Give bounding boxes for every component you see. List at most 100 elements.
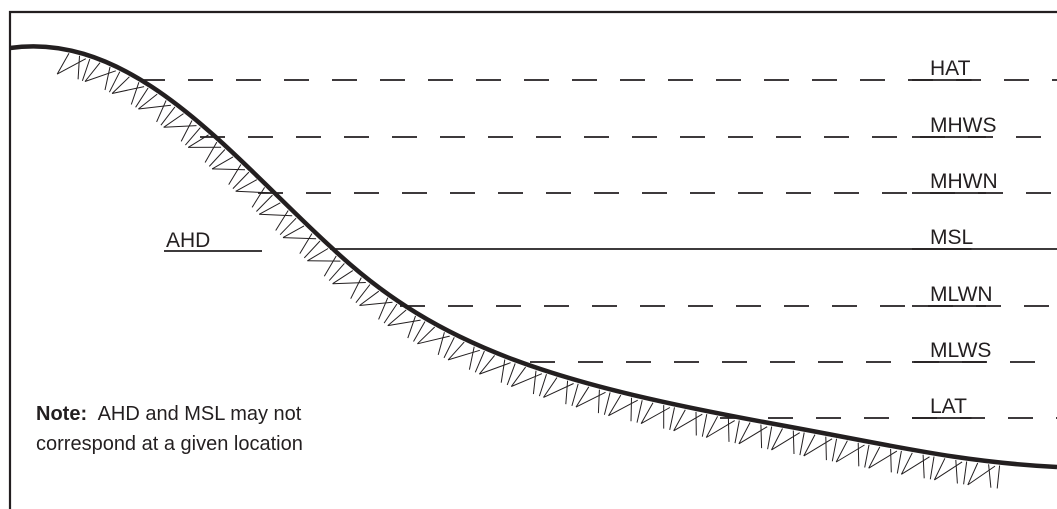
level-label-gap-msl	[918, 225, 973, 247]
hatch-stroke	[256, 194, 273, 212]
hatch-stroke	[251, 187, 266, 208]
hatch-stroke	[387, 319, 421, 327]
hatch-stroke	[355, 284, 371, 304]
hatch-stroke	[413, 321, 426, 342]
hatch-stroke	[792, 430, 795, 455]
hatch-stroke	[138, 93, 158, 110]
hatch-stroke	[955, 459, 958, 484]
hatch-stroke	[738, 422, 751, 445]
hatch-stroke	[259, 213, 293, 217]
hatch-stroke	[323, 255, 337, 277]
hatch-stroke	[81, 58, 91, 81]
ahd-label: AHD	[166, 229, 210, 252]
level-label-gap-mlws	[918, 338, 988, 360]
hatch-stroke	[282, 225, 305, 239]
hatch-stroke	[447, 349, 480, 361]
hatch-stroke	[705, 416, 719, 438]
level-label-hat: HAT	[930, 57, 971, 80]
level-label-gap-mhwn	[918, 169, 988, 191]
hatch-stroke	[640, 407, 671, 425]
note-bold-prefix: Note:	[36, 403, 87, 425]
hatch-stroke	[538, 374, 547, 397]
hatch-stroke	[608, 394, 622, 416]
hatch-stroke	[799, 432, 805, 456]
level-label-gap-mlwn	[918, 282, 988, 304]
hatch-stroke	[185, 127, 201, 146]
level-label-gap-hat	[918, 56, 973, 78]
hatch-stroke	[967, 465, 996, 486]
hatch-stroke	[111, 86, 145, 94]
level-label-mlwn: MLWN	[930, 283, 993, 306]
hatch-stroke	[212, 168, 246, 171]
hatch-stroke	[890, 448, 892, 473]
hatch-stroke	[208, 149, 226, 167]
hatch-stroke	[303, 240, 321, 259]
hatch-stroke	[211, 156, 234, 170]
hatch-stroke	[163, 125, 197, 128]
level-label-lat: LAT	[930, 395, 967, 418]
hatch-stroke	[163, 113, 184, 128]
hatch-stroke	[640, 402, 654, 424]
hatch-stroke	[868, 450, 898, 469]
hatch-stroke	[180, 120, 193, 142]
hatch-stroke	[963, 461, 968, 485]
hatch-stroke	[437, 332, 445, 356]
note-text-line1: Note: AHD and MSL may not	[36, 403, 302, 425]
hatch-stroke	[831, 438, 838, 462]
hatch-stroke	[228, 164, 242, 185]
hatch-stroke	[258, 202, 281, 215]
hatch-stroke	[734, 420, 740, 444]
seabed-profile	[9, 44, 1057, 470]
hatch-stroke	[479, 362, 511, 375]
hatch-stroke	[350, 277, 362, 299]
hatch-stroke	[896, 450, 902, 474]
hatch-stroke	[332, 282, 366, 285]
hatch-stroke	[803, 434, 816, 457]
hatch-stroke	[706, 420, 735, 438]
hatch-stroke	[933, 458, 946, 481]
hatch-stroke	[447, 341, 465, 361]
hatch-stroke	[630, 397, 632, 422]
hatch-stroke	[332, 270, 354, 285]
hatch-stroke	[669, 407, 675, 431]
hatch-stroke	[275, 210, 289, 231]
hatch-stroke	[996, 465, 1001, 489]
hatch-stroke	[760, 424, 763, 449]
hatch-stroke	[934, 461, 963, 481]
hatch-stroke	[407, 315, 416, 339]
hatch-stroke	[864, 444, 870, 468]
hatch-stroke	[417, 326, 436, 345]
hatch-stroke	[543, 383, 574, 398]
hatch-stroke	[825, 436, 827, 461]
hatch-stroke	[84, 70, 116, 82]
hatch-stroke	[673, 413, 703, 432]
hatch-stroke	[597, 389, 600, 414]
hatch-stroke	[104, 66, 111, 91]
hatch-stroke	[835, 444, 865, 463]
hatch-stroke	[575, 391, 606, 408]
hatch-stroke	[767, 426, 773, 450]
hatch-stroke	[279, 217, 297, 236]
note-line1-body: AHD and MSL may not	[98, 403, 302, 425]
level-label-msl: MSL	[930, 226, 973, 249]
hatch-stroke	[56, 58, 87, 75]
level-label-mhws: MHWS	[930, 114, 997, 137]
hatch-stroke	[500, 359, 506, 383]
hatch-stroke	[359, 301, 393, 306]
hatch-stroke	[803, 438, 833, 457]
hatch-stroke	[967, 462, 979, 486]
hatch-stroke	[111, 76, 130, 94]
hatch-stroke	[56, 52, 70, 75]
hatch-stroke	[901, 456, 930, 475]
hatch-stroke	[307, 248, 329, 262]
level-label-mhwn: MHWN	[930, 170, 998, 193]
hatch-stroke	[988, 464, 992, 488]
hatch-stroke	[857, 442, 860, 467]
note-text-line2: correspond at a given location	[36, 433, 303, 455]
hatch-stroke	[673, 409, 686, 432]
hatch-stroke	[701, 414, 708, 437]
hatch-stroke	[235, 179, 258, 192]
hatch-stroke	[359, 290, 380, 306]
